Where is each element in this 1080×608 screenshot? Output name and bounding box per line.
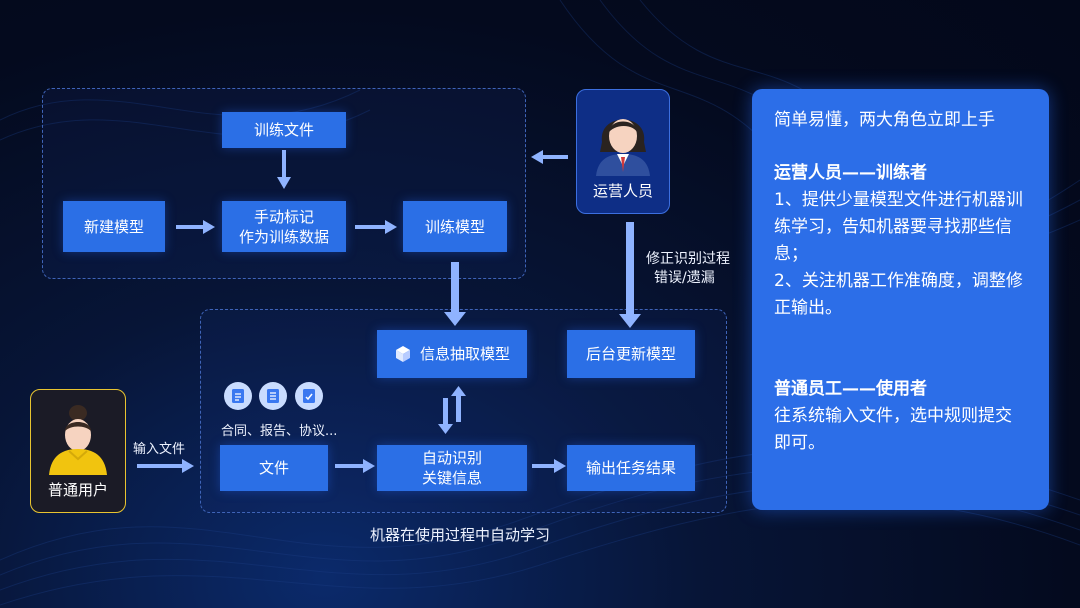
- operator-avatar-icon: [596, 119, 650, 176]
- contract-doc-icon: [224, 382, 252, 410]
- update-model-label: 后台更新模型: [585, 345, 676, 363]
- role1-title: 运营人员——训练者: [774, 163, 927, 183]
- new-model-label: 新建模型: [83, 217, 144, 236]
- cube-icon: [395, 346, 410, 362]
- panel-intro: 简单易懂，两大角色立即上手: [774, 110, 995, 130]
- user-card: 普通用户: [30, 389, 126, 513]
- new-model-box: 新建模型: [63, 201, 165, 252]
- train-model-box: 训练模型: [403, 201, 507, 252]
- role1-point2: 2、关注机器工作准确度，调整修正输出。: [774, 271, 1023, 318]
- manual-mark-line1: 手动标记: [253, 207, 314, 226]
- manual-mark-box: 手动标记 作为训练数据: [222, 201, 346, 252]
- manual-mark-line2: 作为训练数据: [238, 227, 329, 246]
- panel-spacer-2: [774, 322, 1027, 376]
- input-file-label: 输入文件: [133, 442, 186, 457]
- operator-feedback-label: 修正识别过程 错误/遗漏: [646, 251, 730, 286]
- extract-model-label: 信息抽取模型: [419, 345, 510, 363]
- user-label: 普通用户: [47, 481, 108, 499]
- output-box: 输出任务结果: [567, 445, 695, 491]
- train-file-box: 训练文件: [222, 112, 346, 148]
- agreement-doc-icon: [295, 382, 323, 410]
- panel-spacer-1: [774, 134, 1027, 160]
- auto-recognize-box: 自动识别 关键信息: [377, 445, 527, 491]
- doc-types-label: 合同、报告、协议...: [221, 424, 338, 439]
- operator-label: 运营人员: [592, 182, 653, 200]
- file-box: 文件: [220, 445, 328, 491]
- role2-desc: 往系统输入文件，选中规则提交即可。: [774, 406, 1012, 453]
- auto-recognize-line1: 自动识别: [421, 449, 482, 467]
- update-model-box: 后台更新模型: [567, 330, 695, 378]
- auto-learn-caption: 机器在使用过程中自动学习: [370, 526, 551, 544]
- role1-point1: 1、提供少量模型文件进行机器训练学习，告知机器要寻找那些信息；: [774, 190, 1023, 264]
- report-doc-icon: [259, 382, 287, 410]
- extract-model-box: 信息抽取模型: [377, 330, 527, 378]
- user-avatar-icon: [49, 405, 107, 475]
- train-file-label: 训练文件: [253, 121, 314, 139]
- train-model-label: 训练模型: [424, 217, 485, 236]
- auto-recognize-line2: 关键信息: [421, 469, 482, 487]
- operator-card: 运营人员: [576, 89, 670, 214]
- roles-panel: 简单易懂，两大角色立即上手 运营人员——训练者 1、提供少量模型文件进行机器训练…: [752, 89, 1049, 510]
- output-label: 输出任务结果: [585, 459, 676, 477]
- file-label: 文件: [258, 459, 289, 477]
- role2-title: 普通员工——使用者: [774, 379, 927, 399]
